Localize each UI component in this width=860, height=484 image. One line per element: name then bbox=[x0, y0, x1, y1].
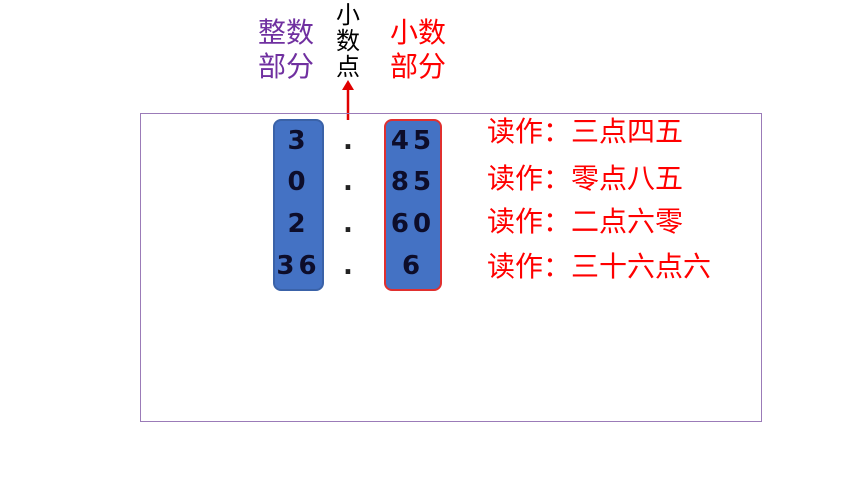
integer-column-box bbox=[273, 119, 324, 291]
integer-cell: 0 bbox=[287, 167, 310, 197]
reading-text: 读作：零点八五 bbox=[487, 162, 684, 195]
up-arrow-icon bbox=[342, 80, 354, 120]
decimal-cell: 6 bbox=[401, 251, 425, 281]
decimal-column-box bbox=[384, 119, 442, 291]
decimal-part-label: 小数 部分 bbox=[390, 16, 450, 84]
decimal-point-label-char3: 点 bbox=[336, 53, 360, 81]
decimal-cell: 60 bbox=[390, 209, 436, 239]
decimal-point: . bbox=[343, 209, 353, 239]
integer-part-label-line2: 部分 bbox=[258, 50, 315, 83]
integer-part-label: 整数 部分 bbox=[258, 16, 318, 84]
integer-cell: 2 bbox=[287, 209, 310, 239]
integer-cell: 3 bbox=[287, 126, 310, 156]
decimal-point-label: 小 数 点 bbox=[334, 2, 362, 80]
reading-text: 读作：三十六点六 bbox=[487, 250, 712, 283]
decimal-point-label-char2: 数 bbox=[336, 27, 360, 55]
reading-text: 读作：三点四五 bbox=[487, 115, 684, 148]
content-frame bbox=[140, 113, 762, 422]
decimal-point: . bbox=[343, 167, 353, 197]
decimal-part-label-line1: 小数 bbox=[390, 16, 447, 49]
integer-cell: 36 bbox=[276, 251, 321, 281]
decimal-cell: 45 bbox=[390, 126, 436, 156]
decimal-cell: 85 bbox=[390, 167, 436, 197]
decimal-point: . bbox=[343, 251, 353, 281]
reading-text: 读作：二点六零 bbox=[487, 205, 684, 238]
decimal-point: . bbox=[343, 126, 353, 156]
decimal-part-label-line2: 部分 bbox=[390, 50, 447, 83]
decimal-point-label-char1: 小 bbox=[336, 1, 360, 29]
integer-part-label-line1: 整数 bbox=[258, 16, 315, 49]
